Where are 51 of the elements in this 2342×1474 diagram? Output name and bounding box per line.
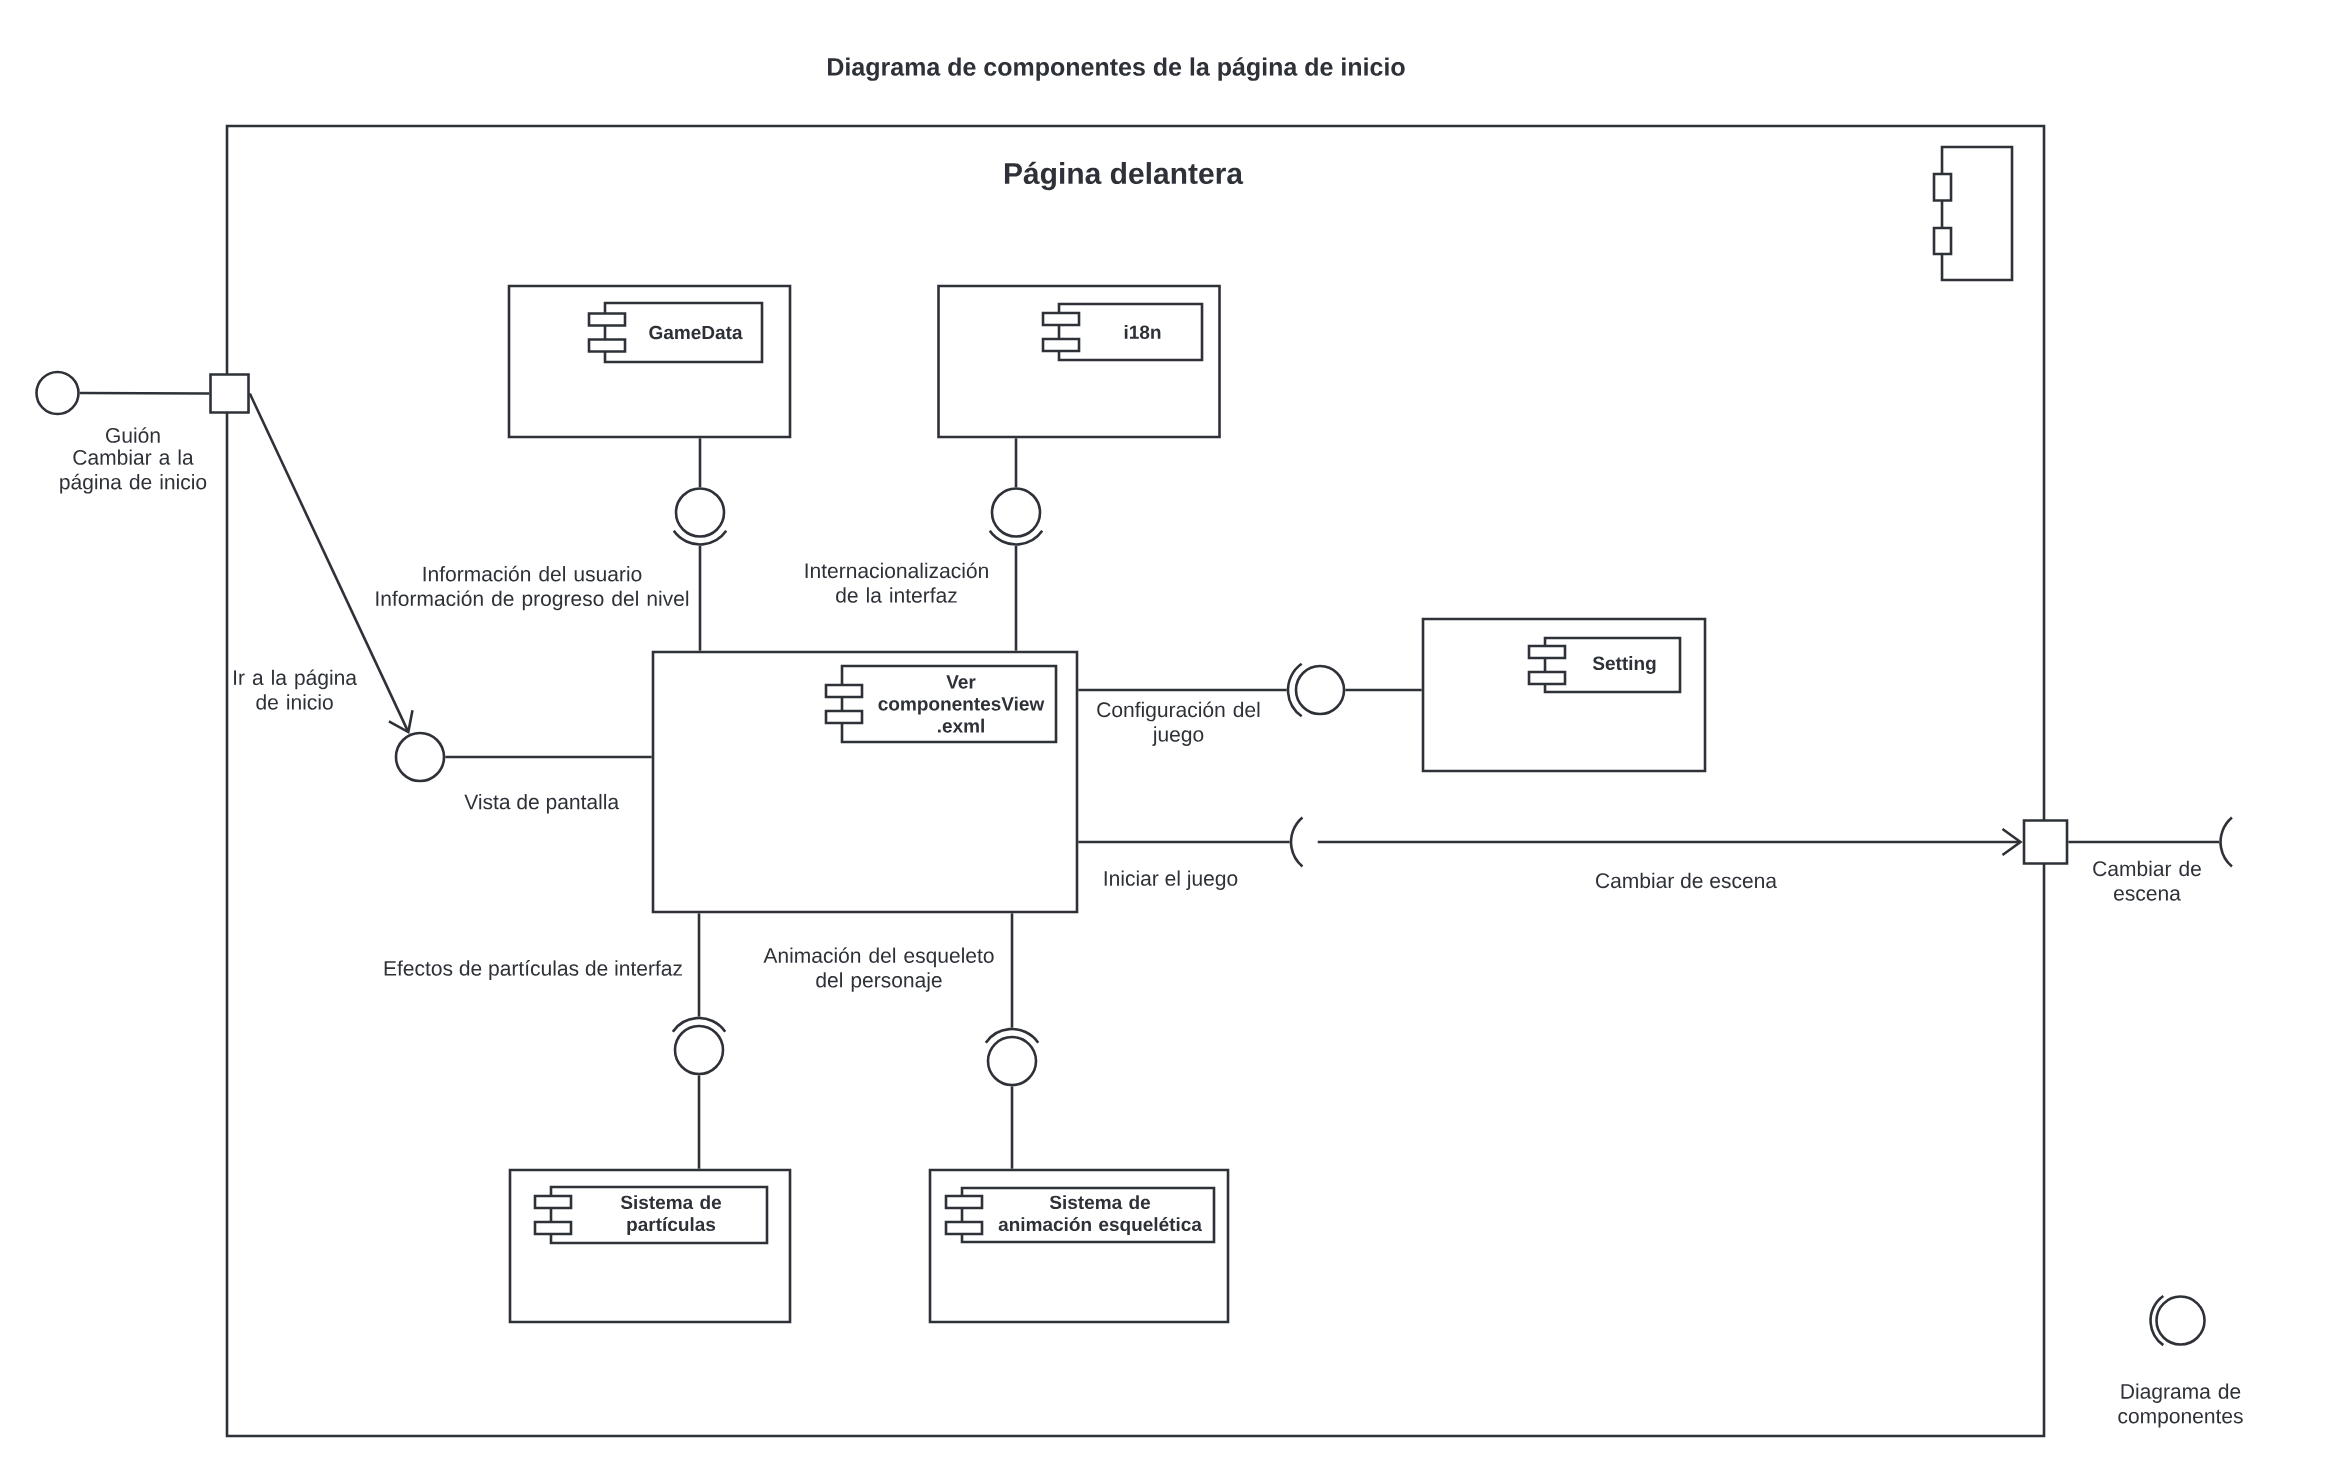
- socket-arc: [1289, 816, 1304, 868]
- connector-line: [1010, 913, 1014, 1028]
- component-box: Sistema de partículas: [533, 1185, 769, 1245]
- edge-label: Iniciar el juego: [1104, 870, 1238, 890]
- connector-line: [1014, 438, 1018, 488]
- node-caption: Cambiar a la página de inicio: [60, 449, 207, 494]
- arrow: [1317, 827, 2023, 857]
- interface-circle: [986, 1035, 1038, 1087]
- interface-circle: [673, 1024, 725, 1076]
- socket-arc: [2219, 816, 2233, 868]
- socket-arc: [672, 530, 728, 546]
- edge-label: Vista de pantalla: [464, 793, 620, 814]
- interface-circle: [674, 487, 726, 538]
- connector-line: [1010, 1086, 1014, 1169]
- connector-line: [1345, 688, 1422, 692]
- socket-arc: [671, 1016, 727, 1033]
- component-box: GameData: [587, 301, 764, 364]
- interface-circle: [990, 487, 1042, 538]
- edge-label: Configuración del juego: [1097, 701, 1260, 746]
- component-box: i18n: [1041, 302, 1204, 362]
- port-square: [2022, 819, 2069, 865]
- connector-line: [1078, 840, 1290, 844]
- connector-line: [697, 1075, 701, 1169]
- connector-line: [697, 913, 701, 1017]
- component-box: Ver componentesView .exml: [824, 664, 1058, 744]
- edge-label: Cambiar de escena: [1596, 872, 1777, 889]
- interface-circle: [1294, 664, 1346, 716]
- socket-arc: [1286, 662, 1303, 718]
- edge-label: Efectos de partículas de interfaz: [384, 960, 682, 980]
- edge-label: Animación del esqueleto del personaje: [763, 947, 994, 992]
- interface-circle: [394, 731, 446, 783]
- socket-arc: [988, 530, 1044, 546]
- edge-label: Internacionalización de la interfaz: [805, 562, 988, 603]
- socket-arc: [984, 1027, 1040, 1044]
- connector-line: [1014, 545, 1018, 651]
- node-caption: Guión: [106, 427, 160, 443]
- arrow: [248, 392, 414, 735]
- component-box: Sistema de animación esquelética: [944, 1186, 1216, 1244]
- connector-line: [2068, 840, 2220, 844]
- connector-line: [1078, 688, 1287, 692]
- connector-line: [698, 438, 702, 488]
- connector-line: [79, 391, 210, 395]
- edge-label: Información del usuario Información de progreso del nivel: [376, 565, 689, 611]
- port-square: [209, 373, 250, 414]
- node-caption: Diagrama de componentes: [2118, 1383, 2243, 1428]
- connector-line: [445, 755, 652, 759]
- component-box: Setting: [1527, 636, 1682, 694]
- edge-label: Ir a la página de inicio: [234, 669, 357, 710]
- diagram-title: Diagrama de componentes de la página de inicio: [828, 57, 1405, 81]
- edge-label: Cambiar de escena: [2093, 860, 2201, 901]
- connector-line: [698, 545, 702, 651]
